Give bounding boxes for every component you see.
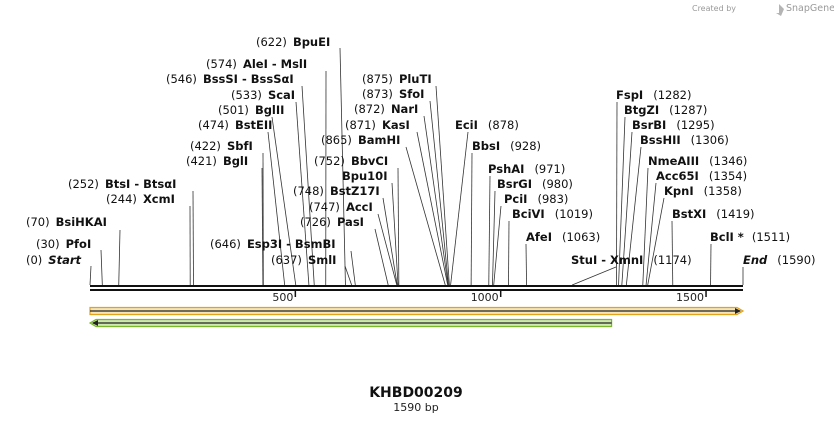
site-leader-line (301, 85, 315, 286)
features (88, 306, 745, 328)
site-label-kpni[interactable]: KpnI(1358) (664, 184, 742, 198)
site-leader-line (416, 131, 449, 286)
site-leader-lines (89, 47, 744, 286)
site-leader-line (647, 197, 665, 286)
ruler-tick-label: 1500 (676, 291, 704, 304)
site-label-bglii[interactable]: (501)BglII (218, 103, 284, 117)
site-label-bbvci[interactable]: (752)BbvCI (314, 154, 388, 168)
ruler-tick-label: 500 (272, 291, 293, 304)
site-label-nari[interactable]: (872)NarI (354, 102, 418, 116)
site-label-xcmi[interactable]: (244)XcmI (106, 192, 175, 206)
site-leader-line (429, 100, 449, 286)
site-label-pcii[interactable]: PciI(983) (504, 192, 568, 206)
site-label-bcli[interactable]: BclI *(1511) (710, 230, 790, 244)
site-label-sfoi[interactable]: (873)SfoI (362, 87, 424, 101)
site-leader-line (339, 47, 346, 286)
site-label-bpu10i[interactable]: Bpu10I (342, 169, 387, 183)
site-label-smli[interactable]: (637)SmlI (271, 253, 336, 267)
site-leader-line (118, 229, 121, 286)
site-leader-line (508, 220, 510, 286)
site-label-pasi[interactable]: (726)PasI (300, 215, 364, 229)
site-leader-line (642, 167, 649, 286)
site-leader-line (645, 182, 657, 286)
site-label-acci[interactable]: (747)AccI (309, 200, 373, 214)
site-label-end[interactable]: End(1590) (743, 253, 816, 267)
forward-arrowhead-icon (735, 308, 741, 314)
ruler: 500 1000 1500 (272, 291, 707, 304)
site-leader-line (261, 167, 264, 286)
site-label-bsihkai[interactable]: (70)BsiHKAI (26, 215, 107, 229)
map-title: KHBD00209 (369, 385, 463, 401)
site-label-pluti[interactable]: (875)PluTI (362, 72, 432, 86)
reverse-arrowhead-icon (92, 320, 98, 326)
snapgene-credit: Created by SnapGene (692, 3, 834, 16)
site-label-btsi[interactable]: (252)BtsI - BtsαI (68, 177, 176, 191)
site-label-btgzi[interactable]: BtgZI(1287) (624, 103, 707, 117)
credit-prefix: Created by (692, 4, 736, 13)
site-label-esp3i[interactable]: (646)Esp3I - BsmBI (210, 237, 336, 251)
site-leader-line (295, 101, 310, 286)
site-label-bstz17i[interactable]: (748)BstZ17I (293, 184, 380, 198)
site-label-fspi[interactable]: FspI(1282) (616, 88, 691, 102)
site-leader-line (625, 146, 642, 286)
credit-brand: SnapGene (786, 3, 834, 14)
site-leader-line (350, 250, 356, 286)
site-label-scai[interactable]: (533)ScaI (231, 88, 295, 102)
site-leader-line (621, 131, 633, 286)
site-leader-line (100, 249, 103, 286)
site-leader-line (391, 182, 399, 286)
site-label-bsrgi[interactable]: BsrGI(980) (497, 177, 573, 191)
site-leader-line (423, 115, 449, 286)
site-label-alei-msli[interactable]: (574)AleI - MslI (206, 57, 307, 71)
site-leader-line (405, 146, 446, 286)
site-leader-line (470, 152, 473, 286)
site-leader-line (618, 116, 626, 286)
site-label-bcivi[interactable]: BciVI(1019) (512, 207, 593, 221)
site-label-ecii[interactable]: EciI(878) (455, 118, 519, 132)
site-leader-line (271, 116, 297, 286)
site-leader-line (382, 197, 398, 286)
dna-backbone (90, 285, 743, 291)
site-leader-line (572, 266, 617, 286)
site-label-bsssi[interactable]: (546)BssSI - BssSαI (166, 72, 294, 86)
site-label-bsshii[interactable]: BssHII(1306) (640, 133, 729, 147)
site-labels: (622)BpuEI (574)AleI - MslI (546)BssSI -… (26, 35, 816, 267)
map-length: 1590 bp (393, 401, 438, 414)
site-label-kasi[interactable]: (871)KasI (345, 118, 410, 132)
site-label-afei[interactable]: AfeI(1063) (526, 230, 600, 244)
site-leader-line (374, 228, 389, 286)
site-label-acc65i[interactable]: Acc65I(1354) (656, 169, 747, 183)
ruler-tick-label: 1000 (471, 291, 499, 304)
snapgene-logo-icon (776, 4, 784, 16)
site-leader-line (267, 131, 286, 286)
site-leader-line (671, 220, 674, 286)
site-leader-line (492, 190, 496, 286)
site-leader-line (450, 131, 469, 286)
site-label-bstxi[interactable]: BstXI(1419) (672, 207, 755, 221)
site-leader-line (89, 265, 92, 286)
site-label-start[interactable]: (0)Start (26, 253, 82, 267)
site-leader-line (493, 205, 502, 286)
site-label-stui-xmni[interactable]: StuI - XmnI(1174) (571, 253, 692, 267)
site-label-bgli[interactable]: (421)BglI (186, 154, 248, 168)
site-leader-line (397, 167, 400, 286)
site-leader-line (377, 213, 398, 286)
site-label-nmeaiii[interactable]: NmeAIII(1346) (648, 154, 747, 168)
site-label-bbsi[interactable]: BbsI(928) (472, 139, 541, 153)
site-label-sbfi[interactable]: (422)SbfI (190, 139, 253, 153)
site-label-pshai[interactable]: PshAI(971) (488, 162, 565, 176)
site-leader-line (525, 243, 527, 286)
site-label-bsteii[interactable]: (474)BstEII (198, 118, 272, 132)
site-label-pfoi[interactable]: (30)PfoI (36, 237, 91, 251)
site-leader-line (344, 265, 352, 286)
site-label-bpuei[interactable]: (622)BpuEI (256, 35, 330, 49)
site-label-bamhi[interactable]: (865)BamHI (321, 133, 400, 147)
site-leader-line (488, 175, 491, 286)
site-label-bsrbi[interactable]: BsrBI(1295) (632, 118, 715, 132)
site-leader-line (435, 85, 450, 286)
